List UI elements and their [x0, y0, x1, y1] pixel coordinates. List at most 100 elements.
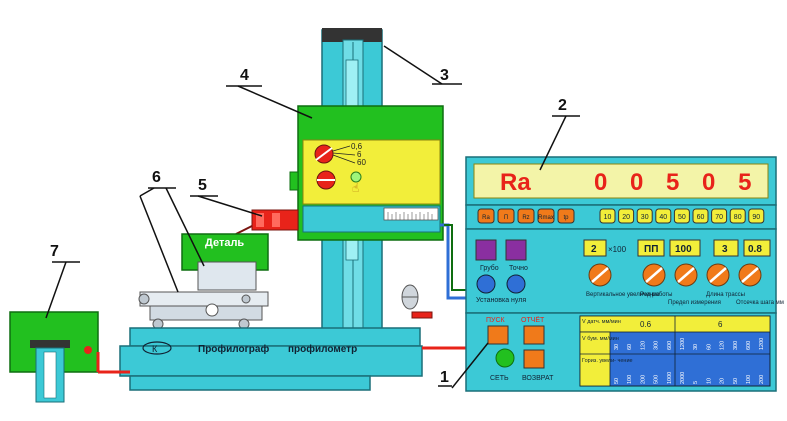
trace-value: 3	[722, 244, 728, 255]
pp-label: ПП	[644, 244, 658, 255]
range-button-label: 20	[622, 214, 630, 221]
table-cell: 30	[693, 344, 699, 350]
table-cell: 300	[733, 341, 739, 350]
param-button[interactable]	[477, 208, 495, 224]
table-cell: 120	[720, 341, 726, 350]
base-title-left: Профилограф	[198, 343, 269, 355]
selector-knobs	[588, 263, 762, 287]
table-cell: 10	[706, 378, 712, 384]
knob-pointer	[741, 267, 759, 283]
speed-group-2: 6	[718, 320, 723, 329]
power-button[interactable]	[495, 348, 515, 368]
range-button[interactable]	[618, 208, 635, 224]
base-title-right: профилометр	[288, 343, 357, 355]
param-button-label: Ra	[482, 215, 490, 221]
table-cell: 1000	[667, 372, 673, 384]
range-button-label: 90	[752, 214, 760, 221]
range-button[interactable]	[673, 208, 690, 224]
logo-label: К	[152, 344, 158, 354]
table-cell: 50	[614, 378, 620, 384]
table-cell: 600	[667, 341, 673, 350]
speed-table-cells: 30 50 60 100 120 200 300 500 600 1000 1200 2000 30 5 6…	[614, 338, 765, 384]
range-button[interactable]	[711, 208, 728, 224]
display-value: 0 0 5 0 5	[594, 169, 759, 196]
table-cell: 200	[640, 375, 646, 384]
range-button[interactable]	[748, 208, 765, 224]
drive-wheel	[401, 284, 433, 319]
base-profilograph: К Профилограф профилометр	[119, 327, 423, 391]
gear-icon	[350, 171, 362, 183]
power-label: СЕТЬ	[490, 375, 509, 382]
speed-group-1: 0.6	[640, 320, 652, 329]
zero-coarse-knob[interactable]	[476, 274, 496, 294]
callout-3: 3	[440, 67, 449, 84]
magnif-mult: ×100	[608, 245, 627, 254]
magnif-value: 2	[591, 244, 597, 255]
table-cell: 5	[693, 381, 699, 384]
range-button-label: 10	[604, 214, 612, 221]
table-cell: 100	[627, 375, 633, 384]
knob-label-mode: Род работы	[640, 292, 673, 298]
fine-button[interactable]	[505, 239, 527, 261]
range-button-label: 60	[697, 214, 705, 221]
callout-5: 5	[198, 177, 207, 194]
table-cell: 60	[627, 344, 633, 350]
scale-value-2: 6	[357, 150, 362, 159]
param-button-label: tp	[563, 215, 569, 221]
callout-4: 4	[240, 67, 249, 84]
table-cell: 2000	[680, 372, 686, 384]
table-cell: 20	[720, 378, 726, 384]
callout-7: 7	[50, 243, 59, 260]
table-cell: 500	[654, 375, 660, 384]
table-cell: 1200	[680, 338, 686, 350]
callouts	[45, 45, 580, 389]
return-button[interactable]	[523, 349, 545, 369]
range-button[interactable]	[599, 208, 616, 224]
probe-unit	[235, 209, 299, 235]
coarse-label: Грубо	[480, 264, 499, 272]
zero-fine-knob[interactable]	[506, 274, 526, 294]
start-button[interactable]	[487, 325, 509, 345]
table-cell: 120	[640, 341, 646, 350]
param-button-label: Rz	[522, 215, 529, 221]
hand-icon: ☝	[352, 181, 359, 195]
table-cell: 30	[614, 344, 620, 350]
param-button-label: П	[504, 215, 508, 221]
range-button[interactable]	[692, 208, 709, 224]
table-cell: 50	[733, 378, 739, 384]
knob-label-trace: Длина трассы	[706, 292, 745, 298]
param-button[interactable]	[537, 208, 555, 224]
range-button-label: 70	[715, 214, 723, 221]
zero-label: Установка нуля	[476, 297, 526, 304]
detail-label: Деталь	[205, 237, 244, 249]
table-row2-label: V бум. мм/мин	[582, 336, 619, 342]
range-button[interactable]	[655, 208, 672, 224]
callout-1: 1	[440, 369, 449, 386]
param-button[interactable]	[557, 208, 575, 224]
param-button[interactable]	[497, 208, 515, 224]
knob-pointer	[709, 267, 727, 283]
range-button-label: 80	[734, 214, 742, 221]
table-cell: 1200	[759, 338, 765, 350]
scale-value-1: 0,6	[351, 142, 363, 151]
param-button-row: Ra П Rz Rmax tp	[477, 208, 575, 224]
range-button[interactable]	[636, 208, 653, 224]
measuring-head-unit: 0,6 6 60 ☝	[289, 105, 444, 241]
limit-value: 100	[675, 244, 692, 255]
recorder-unit	[9, 311, 130, 403]
scale-ruler	[383, 207, 439, 221]
range-button[interactable]	[729, 208, 746, 224]
table-cell: 300	[654, 341, 660, 350]
knob-pointer	[591, 267, 609, 283]
coarse-button[interactable]	[475, 239, 497, 261]
param-button-label: Rmax	[538, 215, 554, 221]
knob-pointer	[645, 267, 663, 283]
knob-label-vert: Вертикальное увеличение	[586, 292, 660, 298]
knob-pointer	[677, 267, 695, 283]
table-row1-label: V датч. мм/мин	[582, 319, 621, 325]
param-button[interactable]	[517, 208, 535, 224]
report-button[interactable]	[523, 325, 545, 345]
table-cell: 600	[746, 341, 752, 350]
